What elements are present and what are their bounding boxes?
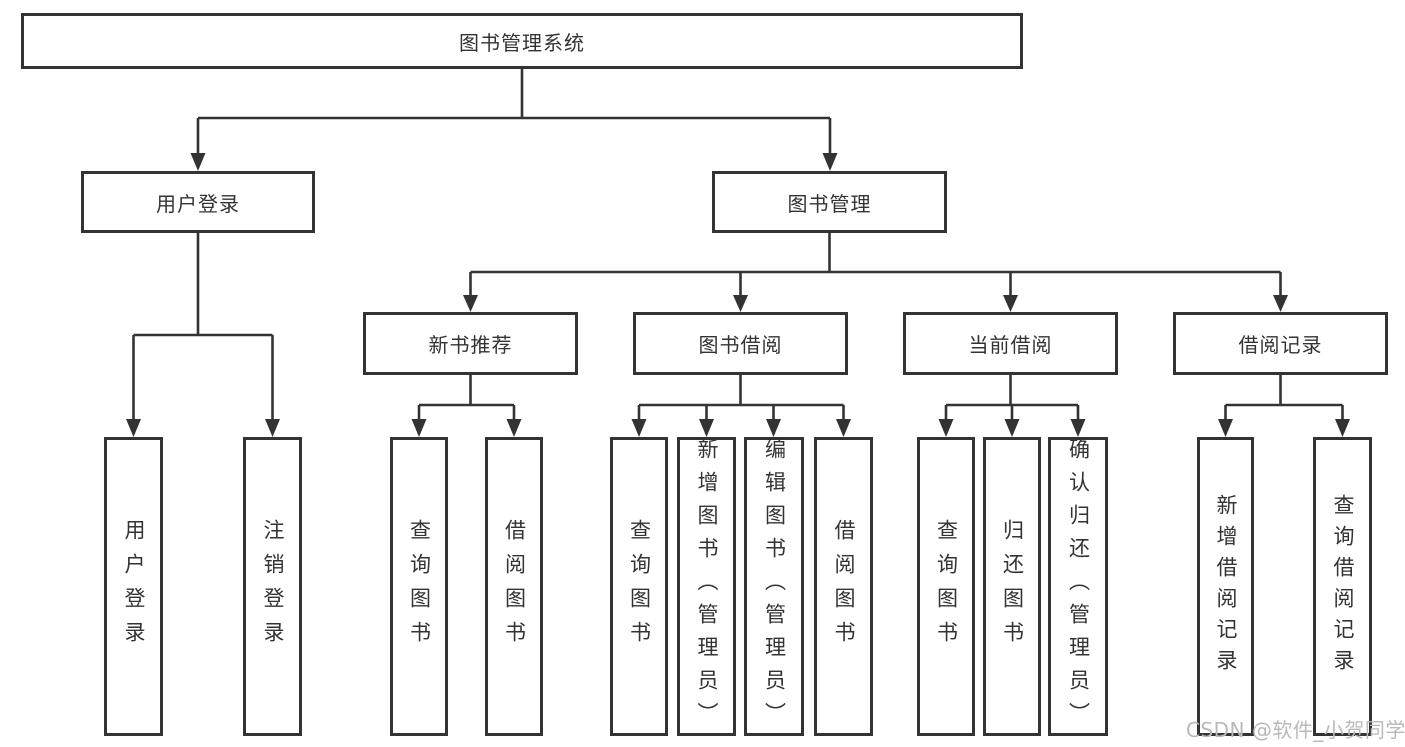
leaf-add-book-admin: 新增图书（管理员）	[677, 437, 736, 736]
leaf-label: 确认归还（管理员）	[1066, 438, 1091, 735]
leaf-label: 查询图书	[407, 518, 432, 655]
node-label: 图书借阅	[698, 333, 783, 357]
leaf-label: 注销登录	[261, 518, 285, 655]
leaf-label: 借阅图书	[502, 518, 527, 655]
leaf-query-books-recommend: 查询图书	[390, 437, 448, 736]
leaf-query-borrow-record: 查询借阅记录	[1313, 437, 1372, 736]
node-label: 借阅记录	[1238, 333, 1323, 357]
node-system-root: 图书管理系统	[21, 13, 1023, 69]
leaf-label: 借阅图书	[832, 518, 856, 655]
node-label: 用户登录	[156, 191, 240, 216]
node-label: 当前借阅	[968, 333, 1053, 357]
leaf-borrow-books: 借阅图书	[814, 437, 873, 736]
node-user-login-branch: 用户登录	[81, 171, 315, 233]
leaf-user-login: 用户登录	[104, 437, 163, 736]
leaf-query-books-current: 查询图书	[917, 437, 975, 736]
leaf-label: 查询图书	[934, 518, 959, 655]
leaf-label: 用户登录	[122, 518, 146, 655]
leaf-label: 新增借阅记录	[1214, 493, 1238, 680]
node-label: 图书管理	[787, 191, 872, 216]
leaf-label: 编辑图书（管理员）	[762, 438, 787, 735]
node-book-borrow: 图书借阅	[633, 312, 848, 375]
leaf-label: 查询借阅记录	[1331, 493, 1355, 680]
leaf-label: 新增图书（管理员）	[695, 438, 719, 735]
leaf-add-borrow-record: 新增借阅记录	[1197, 437, 1254, 736]
node-new-book-recommend: 新书推荐	[363, 312, 578, 375]
leaf-label: 查询图书	[627, 518, 652, 655]
leaf-edit-book-admin: 编辑图书（管理员）	[744, 437, 804, 736]
leaf-confirm-return-admin: 确认归还（管理员）	[1048, 437, 1108, 736]
csdn-watermark: CSDN @软件_小贺同学	[1186, 718, 1405, 742]
leaf-label: 归还图书	[1000, 518, 1025, 655]
node-current-borrow: 当前借阅	[903, 312, 1118, 375]
node-borrow-records: 借阅记录	[1173, 312, 1388, 375]
leaf-return-book: 归还图书	[983, 437, 1041, 736]
node-book-management: 图书管理	[712, 171, 947, 233]
leaf-query-books-borrow: 查询图书	[610, 437, 668, 736]
node-label: 新书推荐	[428, 333, 513, 357]
node-label: 图书管理系统	[459, 30, 585, 55]
leaf-logout: 注销登录	[243, 437, 302, 736]
leaf-borrow-books-recommend: 借阅图书	[485, 437, 543, 736]
